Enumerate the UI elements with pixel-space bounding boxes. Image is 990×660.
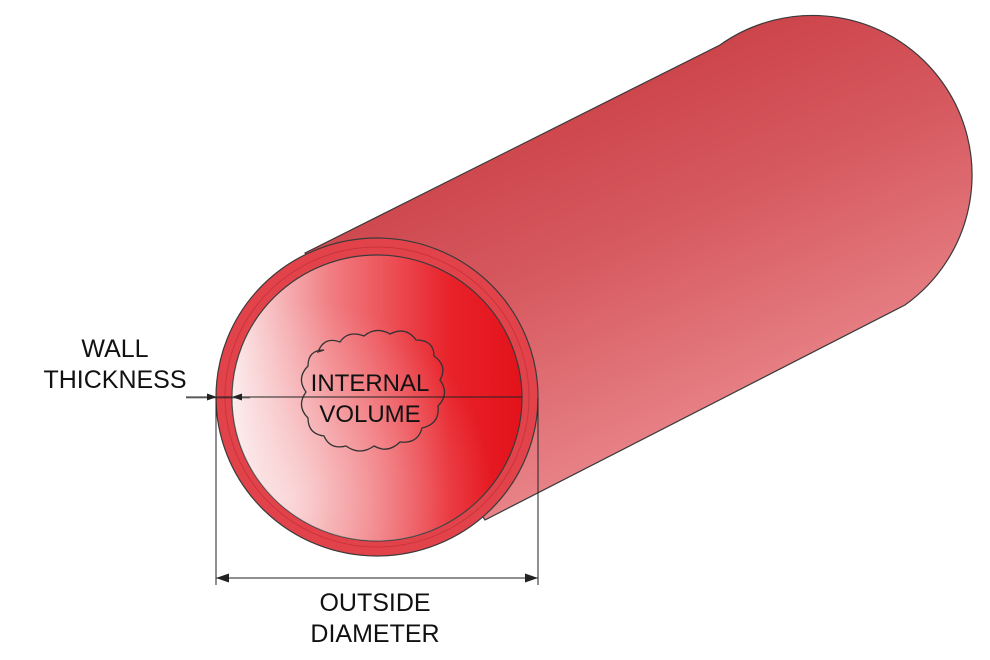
internal-volume-cloud [300,329,446,452]
wall-thickness-label-line2: THICKNESS [43,366,187,394]
internal-volume-label: INTERNAL VOLUME [290,368,450,430]
outside-diameter-label-line1: OUTSIDE [319,589,431,617]
wall-thickness-arrow-right [232,393,242,401]
outside-diameter-label: OUTSIDE DIAMETER [280,588,470,650]
wall-thickness-label: WALL THICKNESS [30,334,200,396]
pipe-bore-shade [232,255,522,541]
od-arrow-left [216,573,229,583]
outside-diameter-label-line2: DIAMETER [310,620,440,648]
od-arrow-right [525,573,538,583]
wall-thickness-label-line1: WALL [81,335,149,363]
internal-volume-label-line2: VOLUME [319,401,421,428]
wall-thickness-arrow-left [207,393,217,401]
internal-volume-label-line1: INTERNAL [310,370,430,397]
